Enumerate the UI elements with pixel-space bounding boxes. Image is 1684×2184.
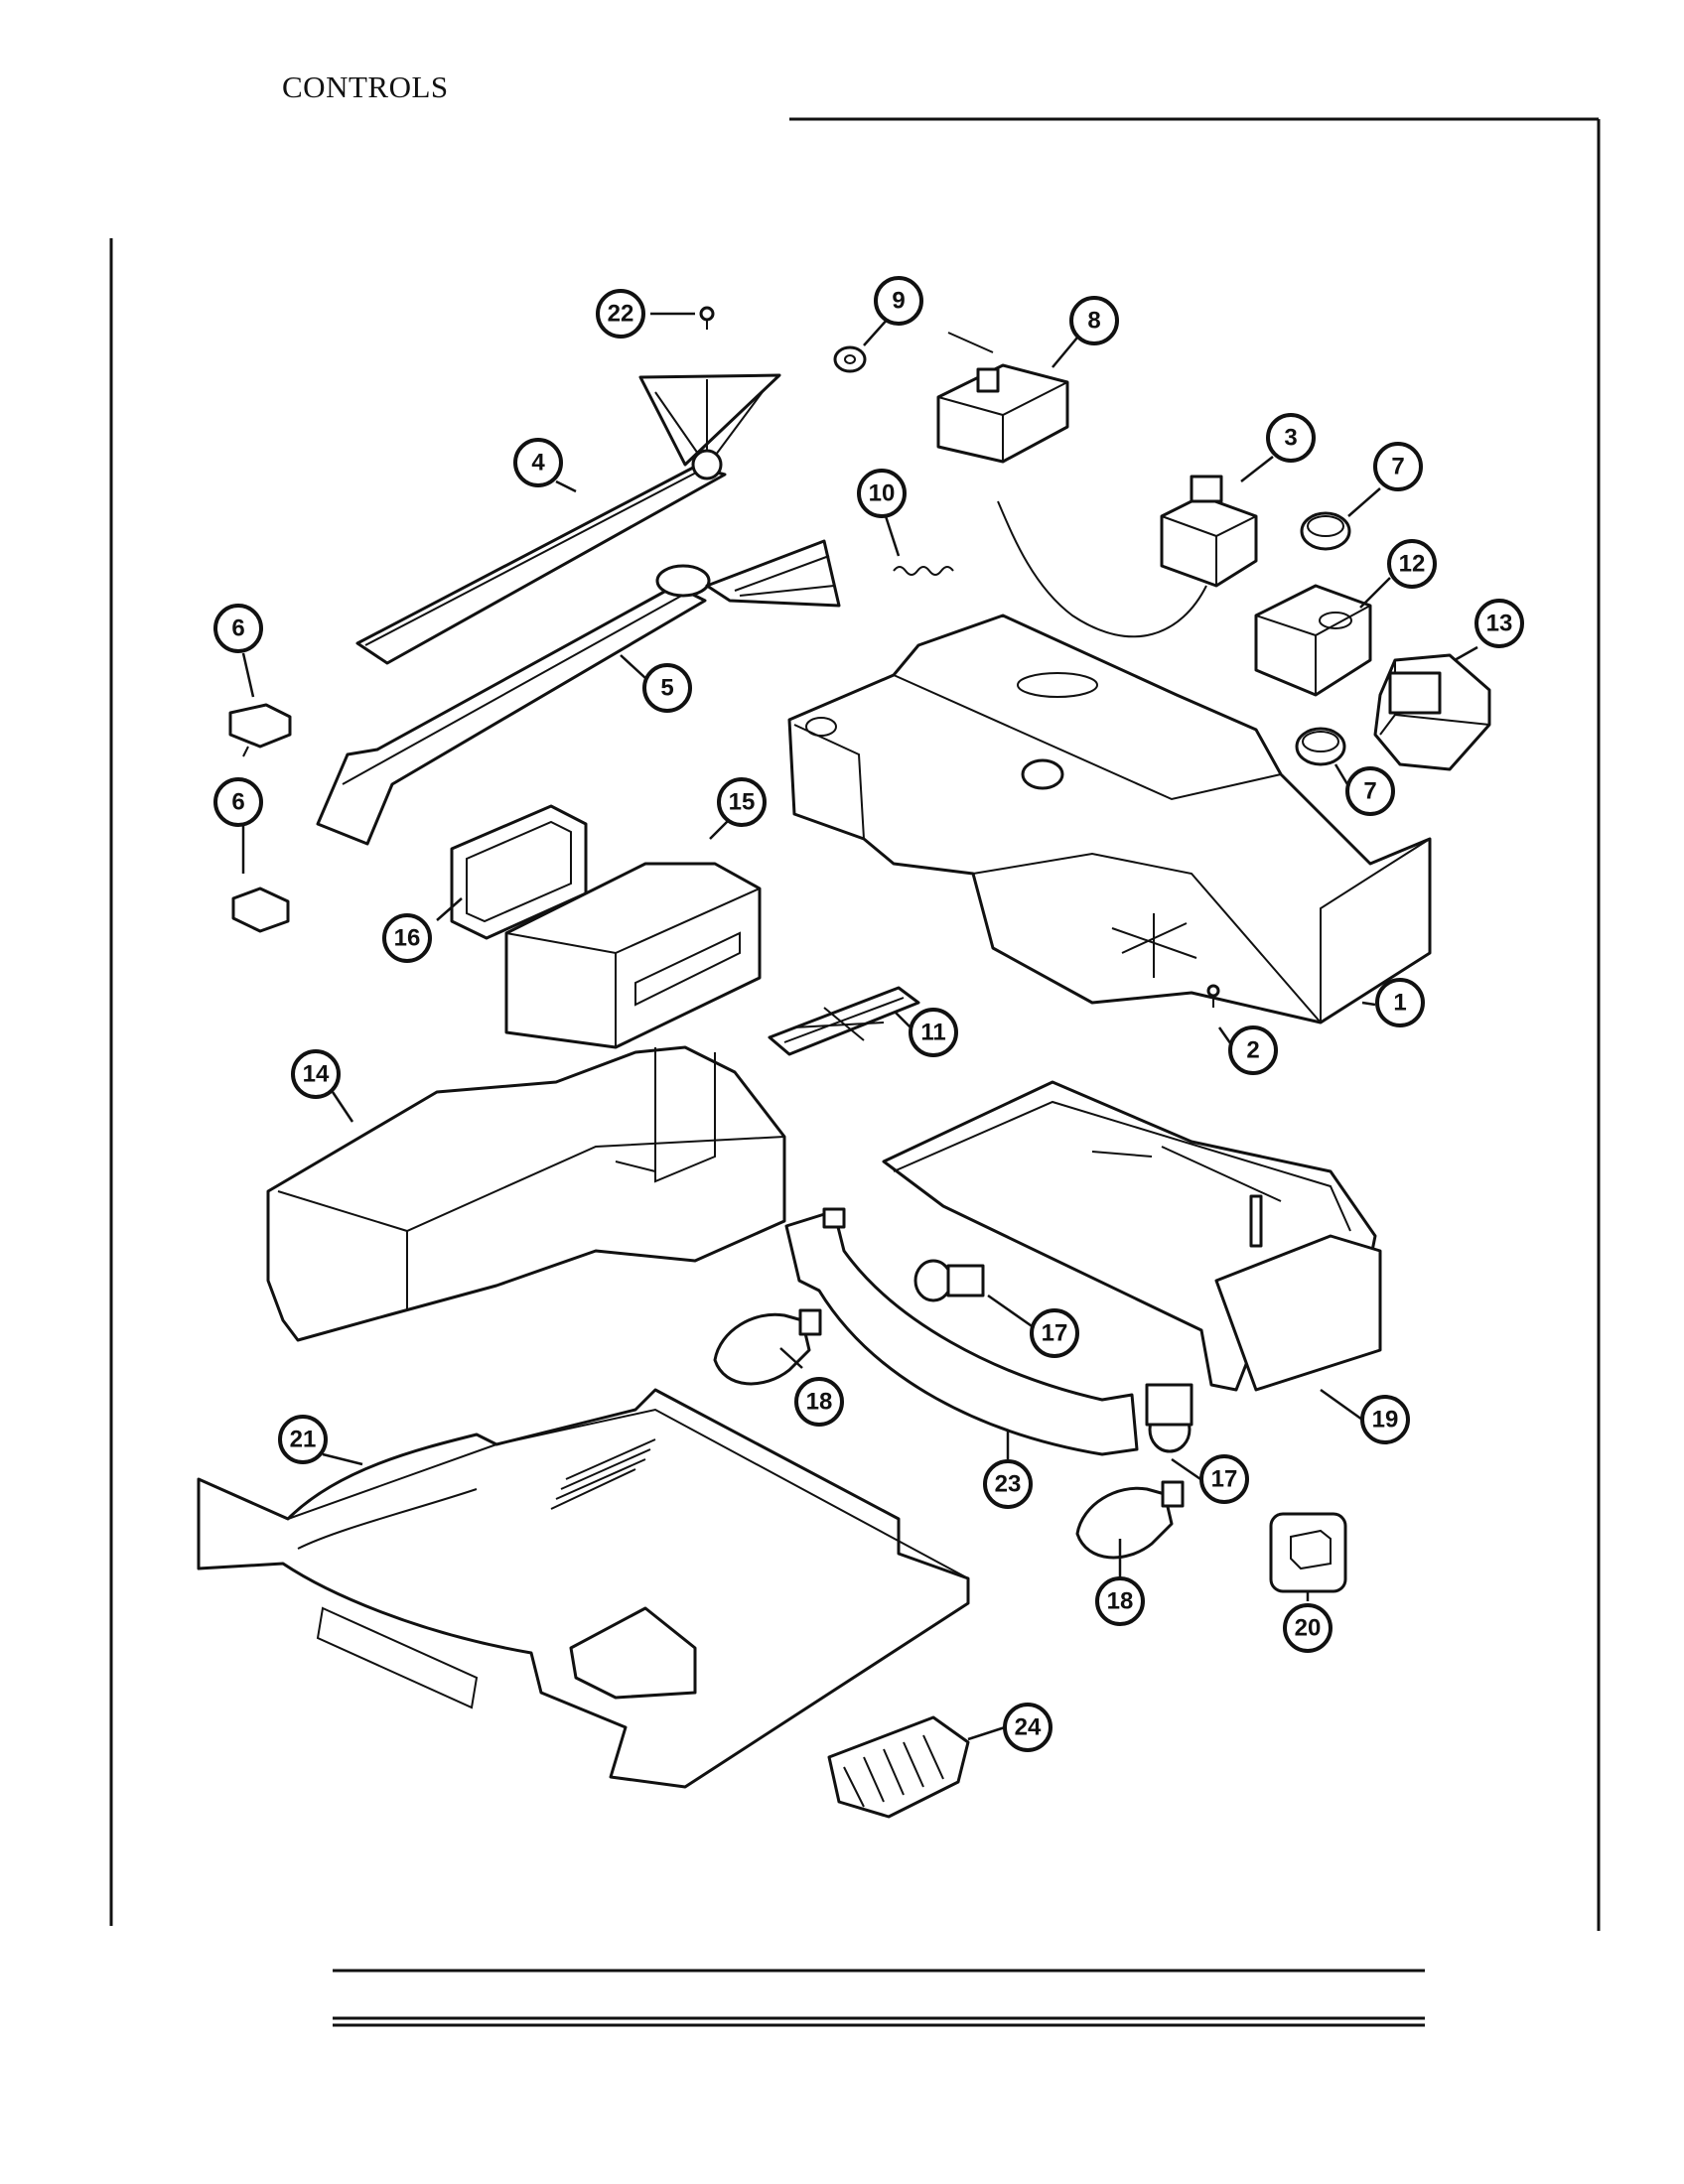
callout-5: 5: [642, 663, 692, 713]
part-7-knob-upper: [1300, 511, 1351, 551]
callout-6-lower: 6: [213, 777, 263, 827]
callout-label: 6: [231, 615, 244, 642]
part-11-grille: [768, 986, 920, 1056]
callout-label: 4: [531, 450, 545, 477]
part-15-duct: [504, 862, 762, 1049]
callout-label: 22: [608, 301, 634, 328]
callout-17-upper: 17: [1030, 1308, 1079, 1358]
callout-label: 15: [729, 789, 756, 816]
callout-15: 15: [717, 777, 767, 827]
callout-4: 4: [513, 438, 563, 487]
callout-label: 13: [1486, 611, 1513, 637]
part-17-socket-lower: [1145, 1383, 1193, 1453]
frame: [109, 117, 1601, 2027]
callout-label: 12: [1399, 551, 1426, 578]
callout-22: 22: [596, 289, 645, 339]
page-title: CONTROLS: [282, 69, 449, 104]
part-7-knob-lower: [1295, 727, 1346, 766]
callout-12: 12: [1387, 539, 1437, 589]
callout-21: 21: [278, 1415, 328, 1464]
callout-7-upper: 7: [1373, 442, 1423, 491]
callout-label: 6: [231, 789, 244, 816]
part-20-switch: [1269, 1512, 1347, 1593]
callout-label: 11: [920, 1020, 945, 1046]
part-1-housing: [787, 614, 1432, 1024]
callout-11: 11: [909, 1008, 958, 1057]
callout-14: 14: [291, 1049, 341, 1099]
part-8-switch: [936, 332, 1069, 464]
part-17-socket-upper: [913, 1259, 985, 1302]
callout-1: 1: [1375, 978, 1425, 1027]
part-6-clip-upper: [228, 703, 292, 757]
callout-label: 8: [1087, 308, 1100, 335]
callout-label: 16: [394, 925, 421, 952]
callout-label: 14: [303, 1061, 330, 1088]
callout-label: 3: [1284, 425, 1297, 452]
part-9-knob: [833, 345, 867, 373]
callout-label: 23: [995, 1471, 1022, 1498]
callout-7-lower: 7: [1345, 766, 1395, 816]
part-3-thermostat: [997, 475, 1258, 638]
part-13-motor: [1373, 653, 1491, 771]
part-6-clip-lower: [231, 887, 290, 933]
callout-8: 8: [1069, 296, 1119, 345]
callout-label: 17: [1042, 1320, 1068, 1347]
callout-label: 18: [806, 1389, 833, 1416]
callout-17-lower: 17: [1199, 1454, 1249, 1504]
part-5-slider: [316, 539, 841, 846]
callout-20: 20: [1283, 1603, 1333, 1653]
part-21-cover: [197, 1388, 970, 1789]
callout-label: 7: [1363, 778, 1376, 805]
part-19-assembly: [882, 1080, 1382, 1392]
callout-label: 20: [1295, 1615, 1322, 1642]
callout-24: 24: [1003, 1703, 1052, 1752]
callout-label: 21: [290, 1427, 317, 1453]
callout-23: 23: [983, 1459, 1033, 1509]
part-14-duct: [266, 1045, 786, 1342]
part-12-bracket: [1254, 584, 1372, 697]
callout-18-lower: 18: [1095, 1576, 1145, 1626]
part-4-slider: [355, 373, 781, 665]
callout-label: 5: [660, 675, 673, 702]
callout-19: 19: [1360, 1395, 1410, 1444]
callout-label: 9: [892, 288, 905, 315]
part-22-screw: [699, 306, 715, 330]
part-10-spring: [893, 566, 954, 576]
callout-label: 18: [1107, 1588, 1134, 1615]
callout-label: 2: [1246, 1037, 1259, 1064]
callout-9: 9: [874, 276, 923, 326]
callout-label: 17: [1211, 1466, 1238, 1493]
callout-label: 19: [1372, 1407, 1399, 1433]
callout-10: 10: [857, 469, 907, 518]
callout-3: 3: [1266, 413, 1316, 463]
part-24-grille: [827, 1715, 970, 1819]
part-23-bezel: [784, 1207, 1139, 1456]
callout-label: 24: [1015, 1714, 1042, 1741]
callout-13: 13: [1474, 599, 1524, 648]
callout-18-upper: 18: [794, 1377, 844, 1427]
callout-label: 1: [1393, 990, 1406, 1017]
callout-2: 2: [1228, 1025, 1278, 1075]
callout-label: 10: [869, 480, 896, 507]
callout-16: 16: [382, 913, 432, 963]
part-2-screw: [1206, 984, 1220, 1008]
part-18-bulb-lower: [1075, 1480, 1185, 1560]
callout-6-upper: 6: [213, 604, 263, 653]
part-18-bulb-upper: [713, 1308, 822, 1386]
callout-label: 7: [1391, 454, 1404, 480]
